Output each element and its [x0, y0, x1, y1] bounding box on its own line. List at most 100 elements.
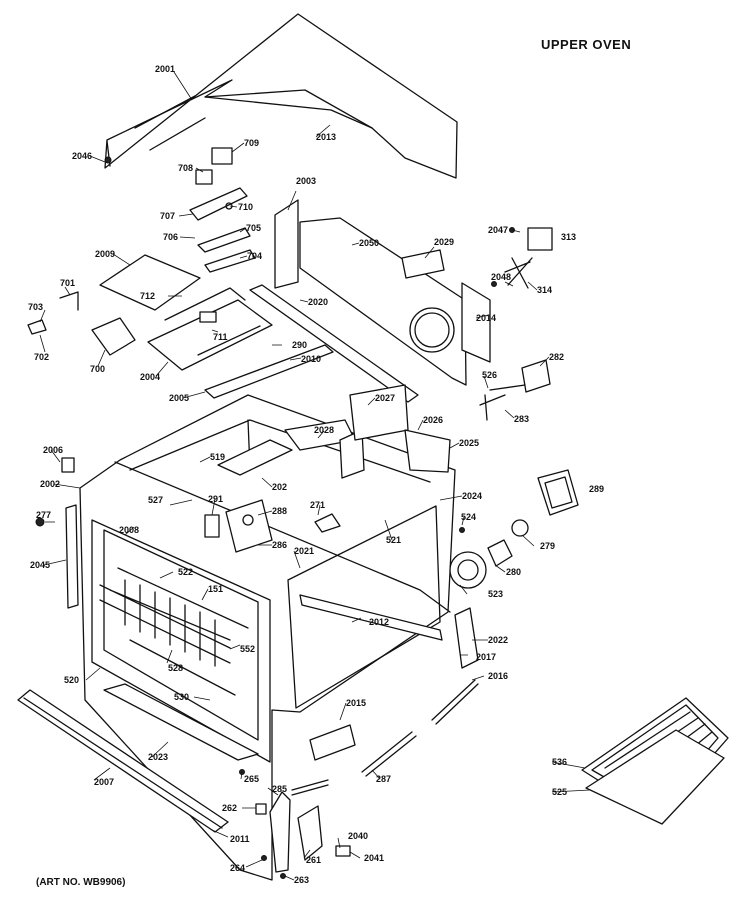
part-label: 2013: [316, 132, 337, 142]
part-label: 522: [178, 567, 194, 577]
side-trim-strip: [65, 504, 79, 609]
part-label: 2001: [155, 64, 176, 74]
diagram-title: UPPER OVEN: [541, 37, 632, 52]
part-label: 2005: [169, 393, 190, 403]
art-number: (ART NO. WB9906): [36, 877, 126, 888]
right-side-parts: [309, 607, 479, 777]
leader-lines: [39, 71, 591, 881]
top-cover-part: [104, 13, 458, 179]
part-label: 2021: [294, 546, 315, 556]
part-label: 2027: [375, 393, 396, 403]
part-label: 2008: [119, 525, 140, 535]
part-label: 283: [514, 414, 530, 424]
interior-parts: [204, 384, 451, 641]
part-label: 2006: [43, 445, 64, 455]
part-label: 527: [148, 495, 164, 505]
part-label: 313: [561, 232, 577, 242]
part-label: 2026: [423, 415, 444, 425]
part-label: 711: [213, 332, 228, 342]
part-label: 287: [376, 774, 392, 784]
part-label: 2040: [348, 831, 369, 841]
part-label: 262: [222, 803, 238, 813]
part-label: 2023: [148, 752, 169, 762]
part-label: 2047: [488, 225, 509, 235]
part-label: 524: [461, 512, 477, 522]
part-label: 2003: [296, 176, 317, 186]
part-label: 285: [272, 784, 288, 794]
part-label: 286: [272, 540, 288, 550]
broiler-pan: [581, 697, 729, 825]
part-label: 2022: [488, 635, 509, 645]
convection-fan-motor: [491, 227, 553, 289]
part-label: 2025: [459, 438, 480, 448]
part-label: 290: [292, 340, 308, 350]
part-label: 2024: [462, 491, 483, 501]
part-label: 2002: [40, 479, 61, 489]
part-label: 265: [244, 774, 260, 784]
part-label: 702: [34, 352, 50, 362]
part-label: 528: [168, 663, 184, 673]
part-label: 710: [238, 202, 254, 212]
part-label: 523: [488, 589, 504, 599]
part-label: 2028: [314, 425, 335, 435]
part-label: 703: [28, 302, 44, 312]
part-label: 2050: [359, 238, 380, 248]
oven-light-parts: [449, 469, 579, 589]
part-label: 707: [160, 211, 176, 221]
part-label: 2009: [95, 249, 116, 259]
clip-part-2006: [61, 457, 75, 473]
part-label: 525: [552, 787, 568, 797]
oven-cavity: [79, 394, 456, 881]
bottom-trim-parts: [17, 683, 259, 833]
part-label: 705: [246, 223, 262, 233]
knob-part-277: [35, 517, 45, 527]
part-label: 2004: [140, 372, 161, 382]
part-label: 712: [140, 291, 156, 301]
part-label: 2017: [476, 652, 497, 662]
part-label: 280: [506, 567, 522, 577]
part-label: 521: [386, 535, 402, 545]
part-label: 2007: [94, 777, 115, 787]
part-label: 314: [537, 285, 553, 295]
part-label: 2048: [491, 272, 512, 282]
part-label: 520: [64, 675, 80, 685]
baffle-assembly: [99, 254, 273, 371]
part-label: 530: [174, 692, 190, 702]
part-label: 2011: [230, 834, 250, 844]
part-label: 279: [540, 541, 556, 551]
part-label: 289: [589, 484, 605, 494]
part-label: 700: [90, 364, 106, 374]
part-label: 263: [294, 875, 310, 885]
part-label: 2012: [369, 617, 390, 627]
part-label: 552: [240, 644, 256, 654]
part-label: 202: [272, 482, 288, 492]
part-label: 536: [552, 757, 568, 767]
part-label: 2041: [364, 853, 385, 863]
rear-panels: [249, 199, 491, 403]
part-label: 151: [208, 584, 224, 594]
part-label: 2015: [346, 698, 367, 708]
part-label: 291: [208, 494, 224, 504]
part-label: 2045: [30, 560, 51, 570]
part-label: 2016: [488, 671, 509, 681]
door-hinge-parts: [239, 769, 351, 879]
part-label: 2029: [434, 237, 455, 247]
part-label: 264: [230, 863, 246, 873]
part-label: 526: [482, 370, 498, 380]
part-label: 277: [36, 510, 52, 520]
part-label: 2020: [308, 297, 329, 307]
part-label: 282: [549, 352, 565, 362]
part-label: 288: [272, 506, 288, 516]
part-label: 709: [244, 138, 260, 148]
part-label: 706: [163, 232, 179, 242]
part-label: 519: [210, 452, 226, 462]
part-label: 704: [247, 251, 263, 261]
part-label: 2046: [72, 151, 93, 161]
part-label: 2014: [476, 313, 497, 323]
part-label: 708: [178, 163, 194, 173]
thermostat-parts: [479, 359, 551, 421]
part-label: 261: [306, 855, 322, 865]
front-rail-part: [204, 344, 334, 399]
